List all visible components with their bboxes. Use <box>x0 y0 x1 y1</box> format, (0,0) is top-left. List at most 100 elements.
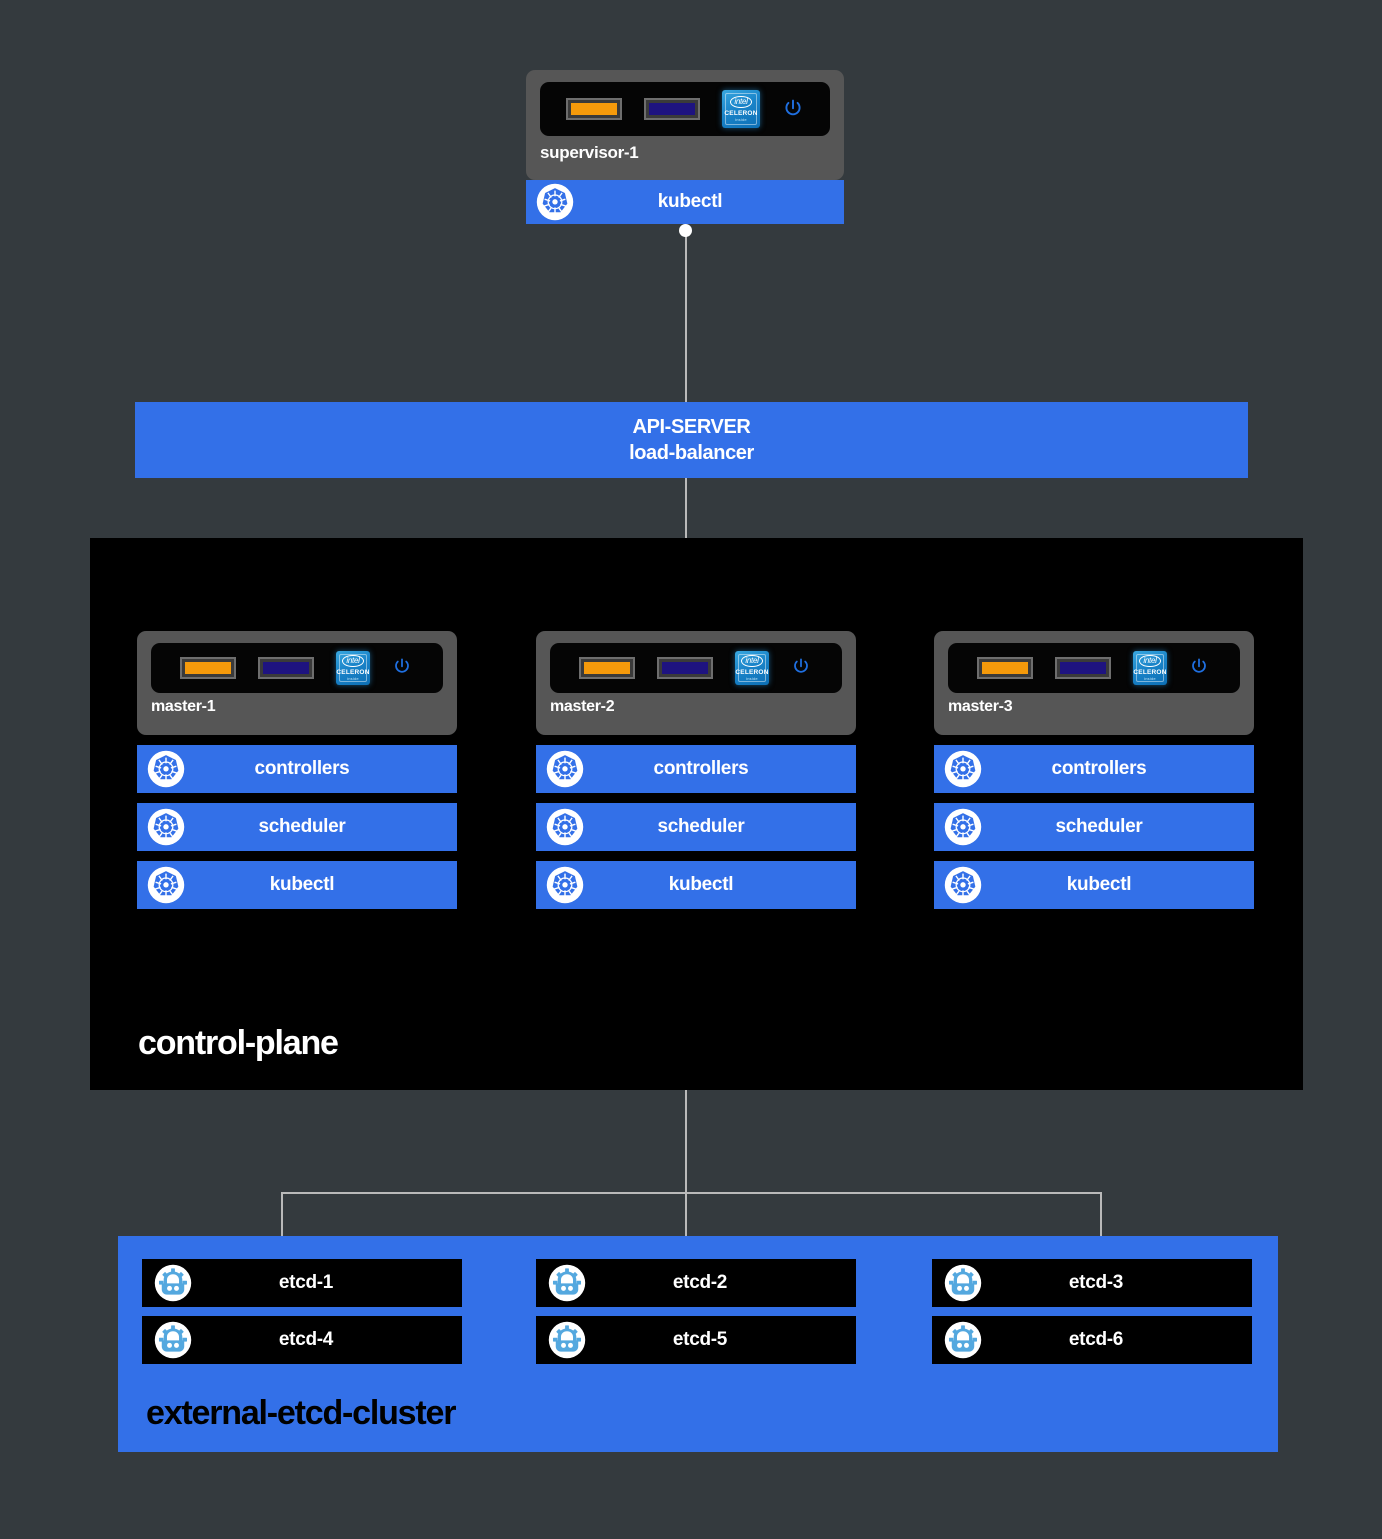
control-plane-title: control-plane <box>138 1024 339 1062</box>
connector-controlplane-to-etcd <box>685 1090 687 1236</box>
power-icon[interactable] <box>1189 657 1211 679</box>
supervisor-service-label: kubectl <box>657 191 723 212</box>
power-icon[interactable] <box>782 98 804 120</box>
cpu-brand-text: intel <box>730 96 752 108</box>
etcd-member-6[interactable]: etcd-6 <box>932 1316 1252 1364</box>
intel-celeron-icon: intel CELERON inside <box>336 651 370 685</box>
service-label: controllers <box>653 758 749 779</box>
service-label: scheduler <box>1055 816 1143 837</box>
master-2-chassis: intel CELERON inside master-2 <box>536 631 856 735</box>
etcd-icon <box>154 1321 192 1359</box>
connector-drop-etcd-right <box>1100 1192 1102 1236</box>
led-slot-orange <box>566 98 622 120</box>
power-icon[interactable] <box>392 657 414 679</box>
intel-celeron-icon: intel CELERON inside <box>722 90 760 128</box>
cpu-brand-text: intel <box>741 655 763 667</box>
etcd-member-label: etcd-4 <box>278 1329 334 1350</box>
kubernetes-icon <box>536 183 574 221</box>
master-3-node-label: master-3 <box>948 698 1013 715</box>
service-label: controllers <box>1051 758 1147 779</box>
etcd-member-4[interactable]: etcd-4 <box>142 1316 462 1364</box>
connector-supervisor-to-apiserver <box>685 230 687 412</box>
etcd-member-2[interactable]: etcd-2 <box>536 1259 856 1307</box>
master-1-service-controllers[interactable]: controllers <box>137 745 457 793</box>
kubernetes-icon <box>944 866 982 904</box>
supervisor-chassis: intel CELERON inside supervisor-1 <box>526 70 844 180</box>
led-bar-navy <box>649 103 695 115</box>
etcd-member-1[interactable]: etcd-1 <box>142 1259 462 1307</box>
led-bar-orange <box>571 103 617 115</box>
cpu-sub-text: inside <box>746 676 758 681</box>
cpu-brand-text: intel <box>342 655 364 667</box>
api-server-subtitle: load-balancer <box>629 441 754 464</box>
kubernetes-icon <box>546 866 584 904</box>
kubernetes-icon <box>147 808 185 846</box>
master-3-service-controllers[interactable]: controllers <box>934 745 1254 793</box>
etcd-member-label: etcd-5 <box>672 1329 728 1350</box>
master-1-faceplate: intel CELERON inside <box>151 643 443 693</box>
led-slot-navy <box>644 98 700 120</box>
led-slot-navy <box>657 657 713 679</box>
etcd-icon <box>154 1264 192 1302</box>
etcd-icon <box>548 1321 586 1359</box>
service-label: kubectl <box>1066 874 1132 895</box>
master-1-node-label: master-1 <box>151 698 216 715</box>
master-1-chassis: intel CELERON inside master-1 <box>137 631 457 735</box>
master-3-service-scheduler[interactable]: scheduler <box>934 803 1254 851</box>
supervisor-faceplate: intel CELERON inside <box>540 82 830 136</box>
master-3-service-kubectl[interactable]: kubectl <box>934 861 1254 909</box>
master-2-service-controllers[interactable]: controllers <box>536 745 856 793</box>
cpu-model-text: CELERON <box>1133 669 1167 676</box>
etcd-member-label: etcd-2 <box>672 1272 728 1293</box>
master-2-service-scheduler[interactable]: scheduler <box>536 803 856 851</box>
cpu-model-text: CELERON <box>724 110 758 117</box>
etcd-icon <box>548 1264 586 1302</box>
intel-celeron-icon: intel CELERON inside <box>1133 651 1167 685</box>
external-etcd-cluster-title: external-etcd-cluster <box>146 1394 456 1432</box>
kubernetes-icon <box>147 866 185 904</box>
connector-drop-etcd-left <box>281 1192 283 1236</box>
master-1-service-kubectl[interactable]: kubectl <box>137 861 457 909</box>
connector-apiserver-to-controlplane <box>685 478 687 578</box>
service-label: scheduler <box>258 816 346 837</box>
cpu-brand-text: intel <box>1139 655 1161 667</box>
kubernetes-icon <box>147 750 185 788</box>
etcd-member-5[interactable]: etcd-5 <box>536 1316 856 1364</box>
connector-bus-etcd-top <box>282 1192 1102 1194</box>
supervisor-service-kubectl[interactable]: kubectl <box>526 180 844 224</box>
kubernetes-icon <box>944 808 982 846</box>
api-server-title: API-SERVER <box>632 415 751 438</box>
etcd-member-label: etcd-3 <box>1068 1272 1124 1293</box>
etcd-member-3[interactable]: etcd-3 <box>932 1259 1252 1307</box>
led-slot-orange <box>977 657 1033 679</box>
service-label: controllers <box>254 758 350 779</box>
led-bar-orange <box>982 662 1028 674</box>
etcd-member-label: etcd-6 <box>1068 1329 1124 1350</box>
led-slot-orange <box>180 657 236 679</box>
kubernetes-icon <box>546 750 584 788</box>
supervisor-node-label: supervisor-1 <box>540 143 639 162</box>
service-label: kubectl <box>668 874 734 895</box>
etcd-icon <box>944 1321 982 1359</box>
master-2-node-label: master-2 <box>550 698 615 715</box>
service-label: kubectl <box>269 874 335 895</box>
master-2-faceplate: intel CELERON inside <box>550 643 842 693</box>
power-icon[interactable] <box>791 657 813 679</box>
master-2-service-kubectl[interactable]: kubectl <box>536 861 856 909</box>
kubernetes-icon <box>546 808 584 846</box>
master-1-service-scheduler[interactable]: scheduler <box>137 803 457 851</box>
etcd-member-label: etcd-1 <box>278 1272 334 1293</box>
led-bar-orange <box>584 662 630 674</box>
cpu-sub-text: inside <box>735 117 747 122</box>
intel-celeron-icon: intel CELERON inside <box>735 651 769 685</box>
led-bar-navy <box>662 662 708 674</box>
cpu-model-text: CELERON <box>336 669 370 676</box>
cpu-sub-text: inside <box>347 676 359 681</box>
led-slot-navy <box>258 657 314 679</box>
led-bar-navy <box>1060 662 1106 674</box>
api-server-load-balancer[interactable]: API-SERVER load-balancer <box>135 402 1248 478</box>
led-slot-orange <box>579 657 635 679</box>
service-label: scheduler <box>657 816 745 837</box>
kubernetes-icon <box>944 750 982 788</box>
